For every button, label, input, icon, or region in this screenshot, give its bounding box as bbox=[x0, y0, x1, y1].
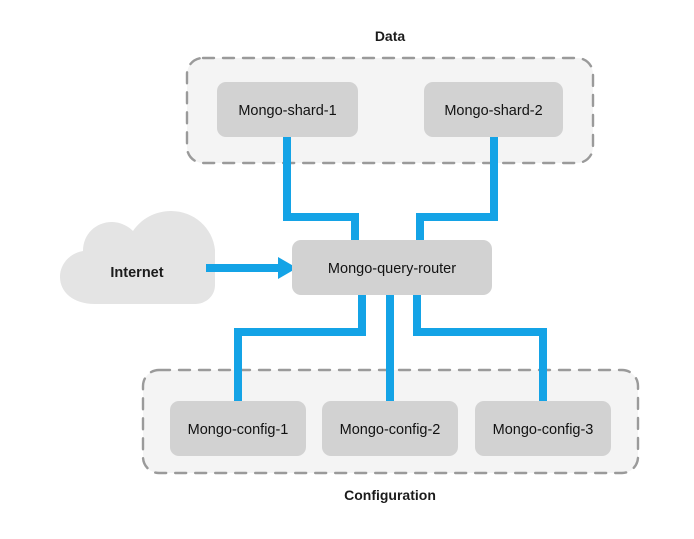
node-shard-2-label: Mongo-shard-2 bbox=[444, 103, 542, 119]
node-shard-1-box[interactable] bbox=[217, 82, 358, 137]
edge-router-to-config-1 bbox=[234, 294, 366, 404]
node-shard-2[interactable]: Mongo-shard-2 bbox=[424, 82, 563, 137]
internet-cloud-shape[interactable] bbox=[60, 211, 215, 304]
internet-cloud[interactable]: Internet bbox=[60, 211, 215, 304]
edge-internet-to-router bbox=[206, 257, 297, 279]
node-query-router[interactable]: Mongo-query-router bbox=[292, 240, 492, 295]
node-config-1-box[interactable] bbox=[170, 401, 306, 456]
edge-router-to-shard-1 bbox=[283, 133, 359, 245]
group-data-label: Data bbox=[375, 28, 406, 44]
node-config-2[interactable]: Mongo-config-2 bbox=[322, 401, 458, 456]
node-query-router-box[interactable] bbox=[292, 240, 492, 295]
node-query-router-label: Mongo-query-router bbox=[328, 261, 456, 277]
node-config-1-label: Mongo-config-1 bbox=[188, 422, 289, 438]
node-shard-1-label: Mongo-shard-1 bbox=[238, 103, 336, 119]
edge-router-to-shard-2 bbox=[416, 133, 498, 245]
connector-layer bbox=[234, 133, 547, 404]
node-config-3[interactable]: Mongo-config-3 bbox=[475, 401, 611, 456]
node-shard-2-box[interactable] bbox=[424, 82, 563, 137]
node-config-2-label: Mongo-config-2 bbox=[340, 422, 441, 438]
node-config-1[interactable]: Mongo-config-1 bbox=[170, 401, 306, 456]
node-config-3-label: Mongo-config-3 bbox=[493, 422, 594, 438]
node-config-3-box[interactable] bbox=[475, 401, 611, 456]
node-shard-1[interactable]: Mongo-shard-1 bbox=[217, 82, 358, 137]
node-config-2-box[interactable] bbox=[322, 401, 458, 456]
group-configuration-label: Configuration bbox=[344, 487, 436, 503]
edge-router-to-config-3 bbox=[413, 294, 547, 404]
internet-cloud-label: Internet bbox=[110, 265, 163, 281]
arrowhead-icon bbox=[278, 257, 297, 279]
